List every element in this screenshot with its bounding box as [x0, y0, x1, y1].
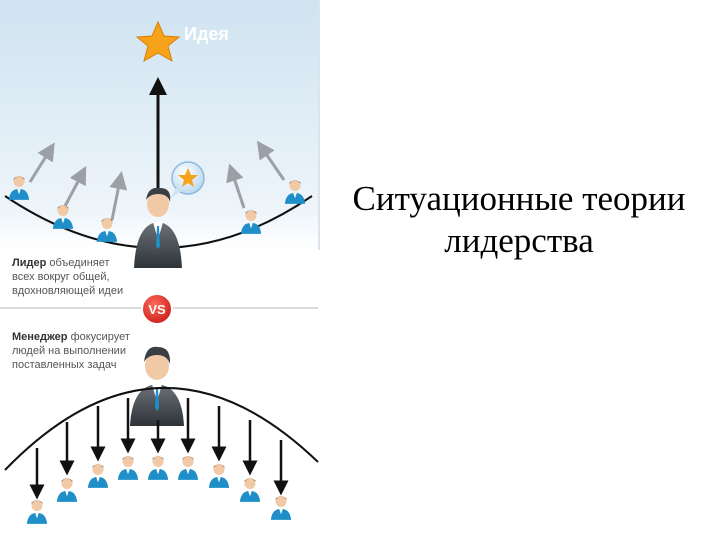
vs-label: VS	[148, 302, 166, 317]
leader-caption: Лидер объединяет всех вокруг общей, вдох…	[12, 257, 123, 297]
manager-caption-bold: Менеджер	[12, 331, 68, 343]
leader-caption-line-2: всех вокруг общей,	[12, 271, 110, 283]
manager-caption-line-1: фокусирует	[68, 331, 130, 343]
leader-figure	[134, 187, 182, 268]
manager-caption-line-2: людей на выполнении	[12, 345, 126, 357]
leader-caption-line-3: вдохновляющей идеи	[12, 285, 123, 297]
slide-title: Ситуационные теории лидерства	[324, 178, 714, 262]
slide-title-line-1: Ситуационные теории	[352, 179, 686, 218]
leader-vs-manager-graphic: Идея Лидер объединяет всех вокруг общей,	[0, 0, 320, 524]
manager-figure	[130, 346, 184, 426]
idea-label: Идея	[184, 24, 229, 44]
idea-star-icon	[135, 20, 181, 63]
vs-badge: VS	[141, 293, 173, 325]
leader-caption-bold: Лидер	[12, 257, 47, 269]
slide-title-line-2: лидерства	[444, 221, 594, 260]
manager-caption-line-3: поставленных задач	[12, 359, 117, 371]
follower-arrows	[28, 140, 286, 221]
manager-arc	[4, 387, 319, 471]
right-edge-line	[318, 0, 320, 250]
idea-bubble-icon	[170, 161, 205, 198]
leader-caption-line-1: объединяет	[46, 257, 109, 269]
task-arrows	[29, 398, 289, 500]
manager-caption: Менеджер фокусирует людей на выполнении …	[12, 331, 133, 371]
